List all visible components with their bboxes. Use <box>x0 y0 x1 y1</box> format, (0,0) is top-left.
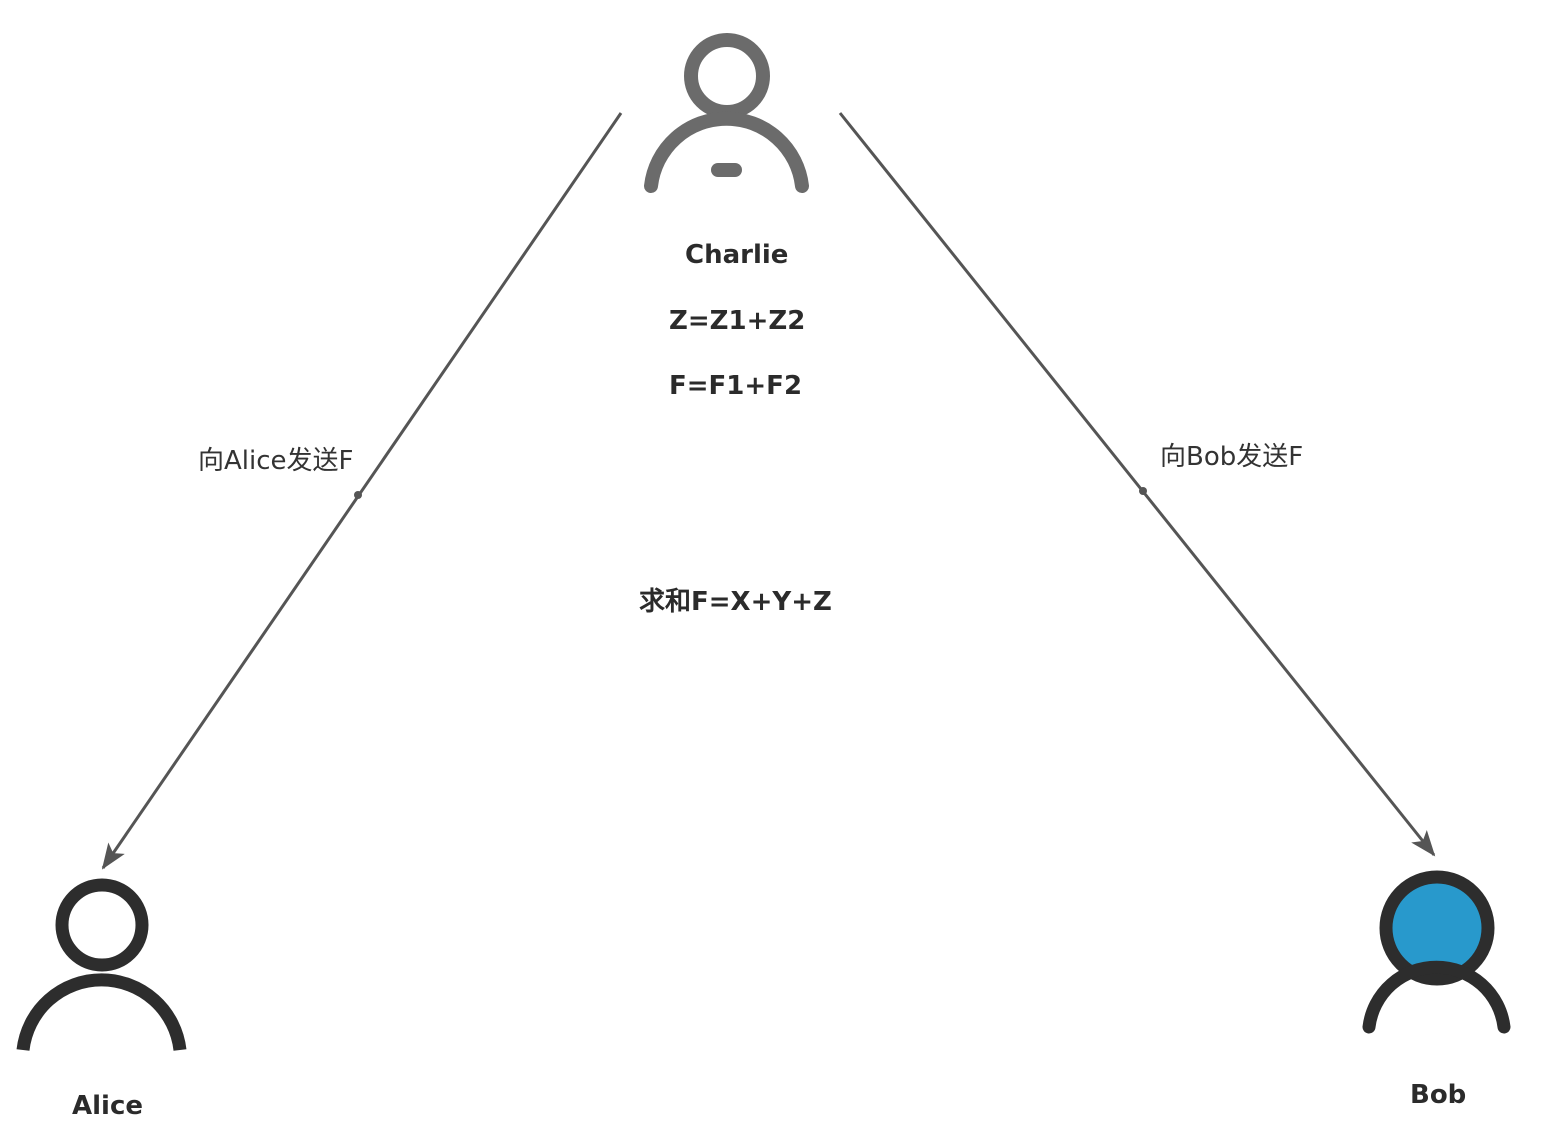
edge-label-send-to-bob: 向Bob发送F <box>1160 442 1304 472</box>
edge-line-charlie-bob <box>838 112 1436 857</box>
charlie-equation-f: F=F1+F2 <box>669 371 803 401</box>
alice-user-icon[interactable] <box>16 878 187 1051</box>
edge-line-charlie-alice <box>101 112 623 870</box>
bob-head <box>1379 870 1495 986</box>
edge-charlie-to-alice[interactable] <box>101 112 623 870</box>
charlie-head <box>684 33 770 119</box>
alice-body <box>16 973 187 1051</box>
edge-midpoint-dot <box>354 491 362 499</box>
alice-head <box>55 878 149 972</box>
bob-body <box>1362 960 1511 1034</box>
charlie-user-icon[interactable] <box>644 33 809 193</box>
alice-name-label: Alice <box>72 1091 143 1121</box>
edge-midpoint-dot <box>1139 487 1147 495</box>
charlie-name-label: Charlie <box>685 240 789 270</box>
charlie-equation-z: Z=Z1+Z2 <box>669 306 806 336</box>
edge-label-send-to-alice: 向Alice发送F <box>198 446 354 476</box>
bob-user-icon[interactable] <box>1362 870 1511 1034</box>
charlie-body <box>644 111 809 193</box>
sum-formula: 求和F=X+Y+Z <box>639 587 832 617</box>
bob-name-label: Bob <box>1410 1080 1467 1110</box>
edge-charlie-to-bob[interactable] <box>838 112 1436 857</box>
